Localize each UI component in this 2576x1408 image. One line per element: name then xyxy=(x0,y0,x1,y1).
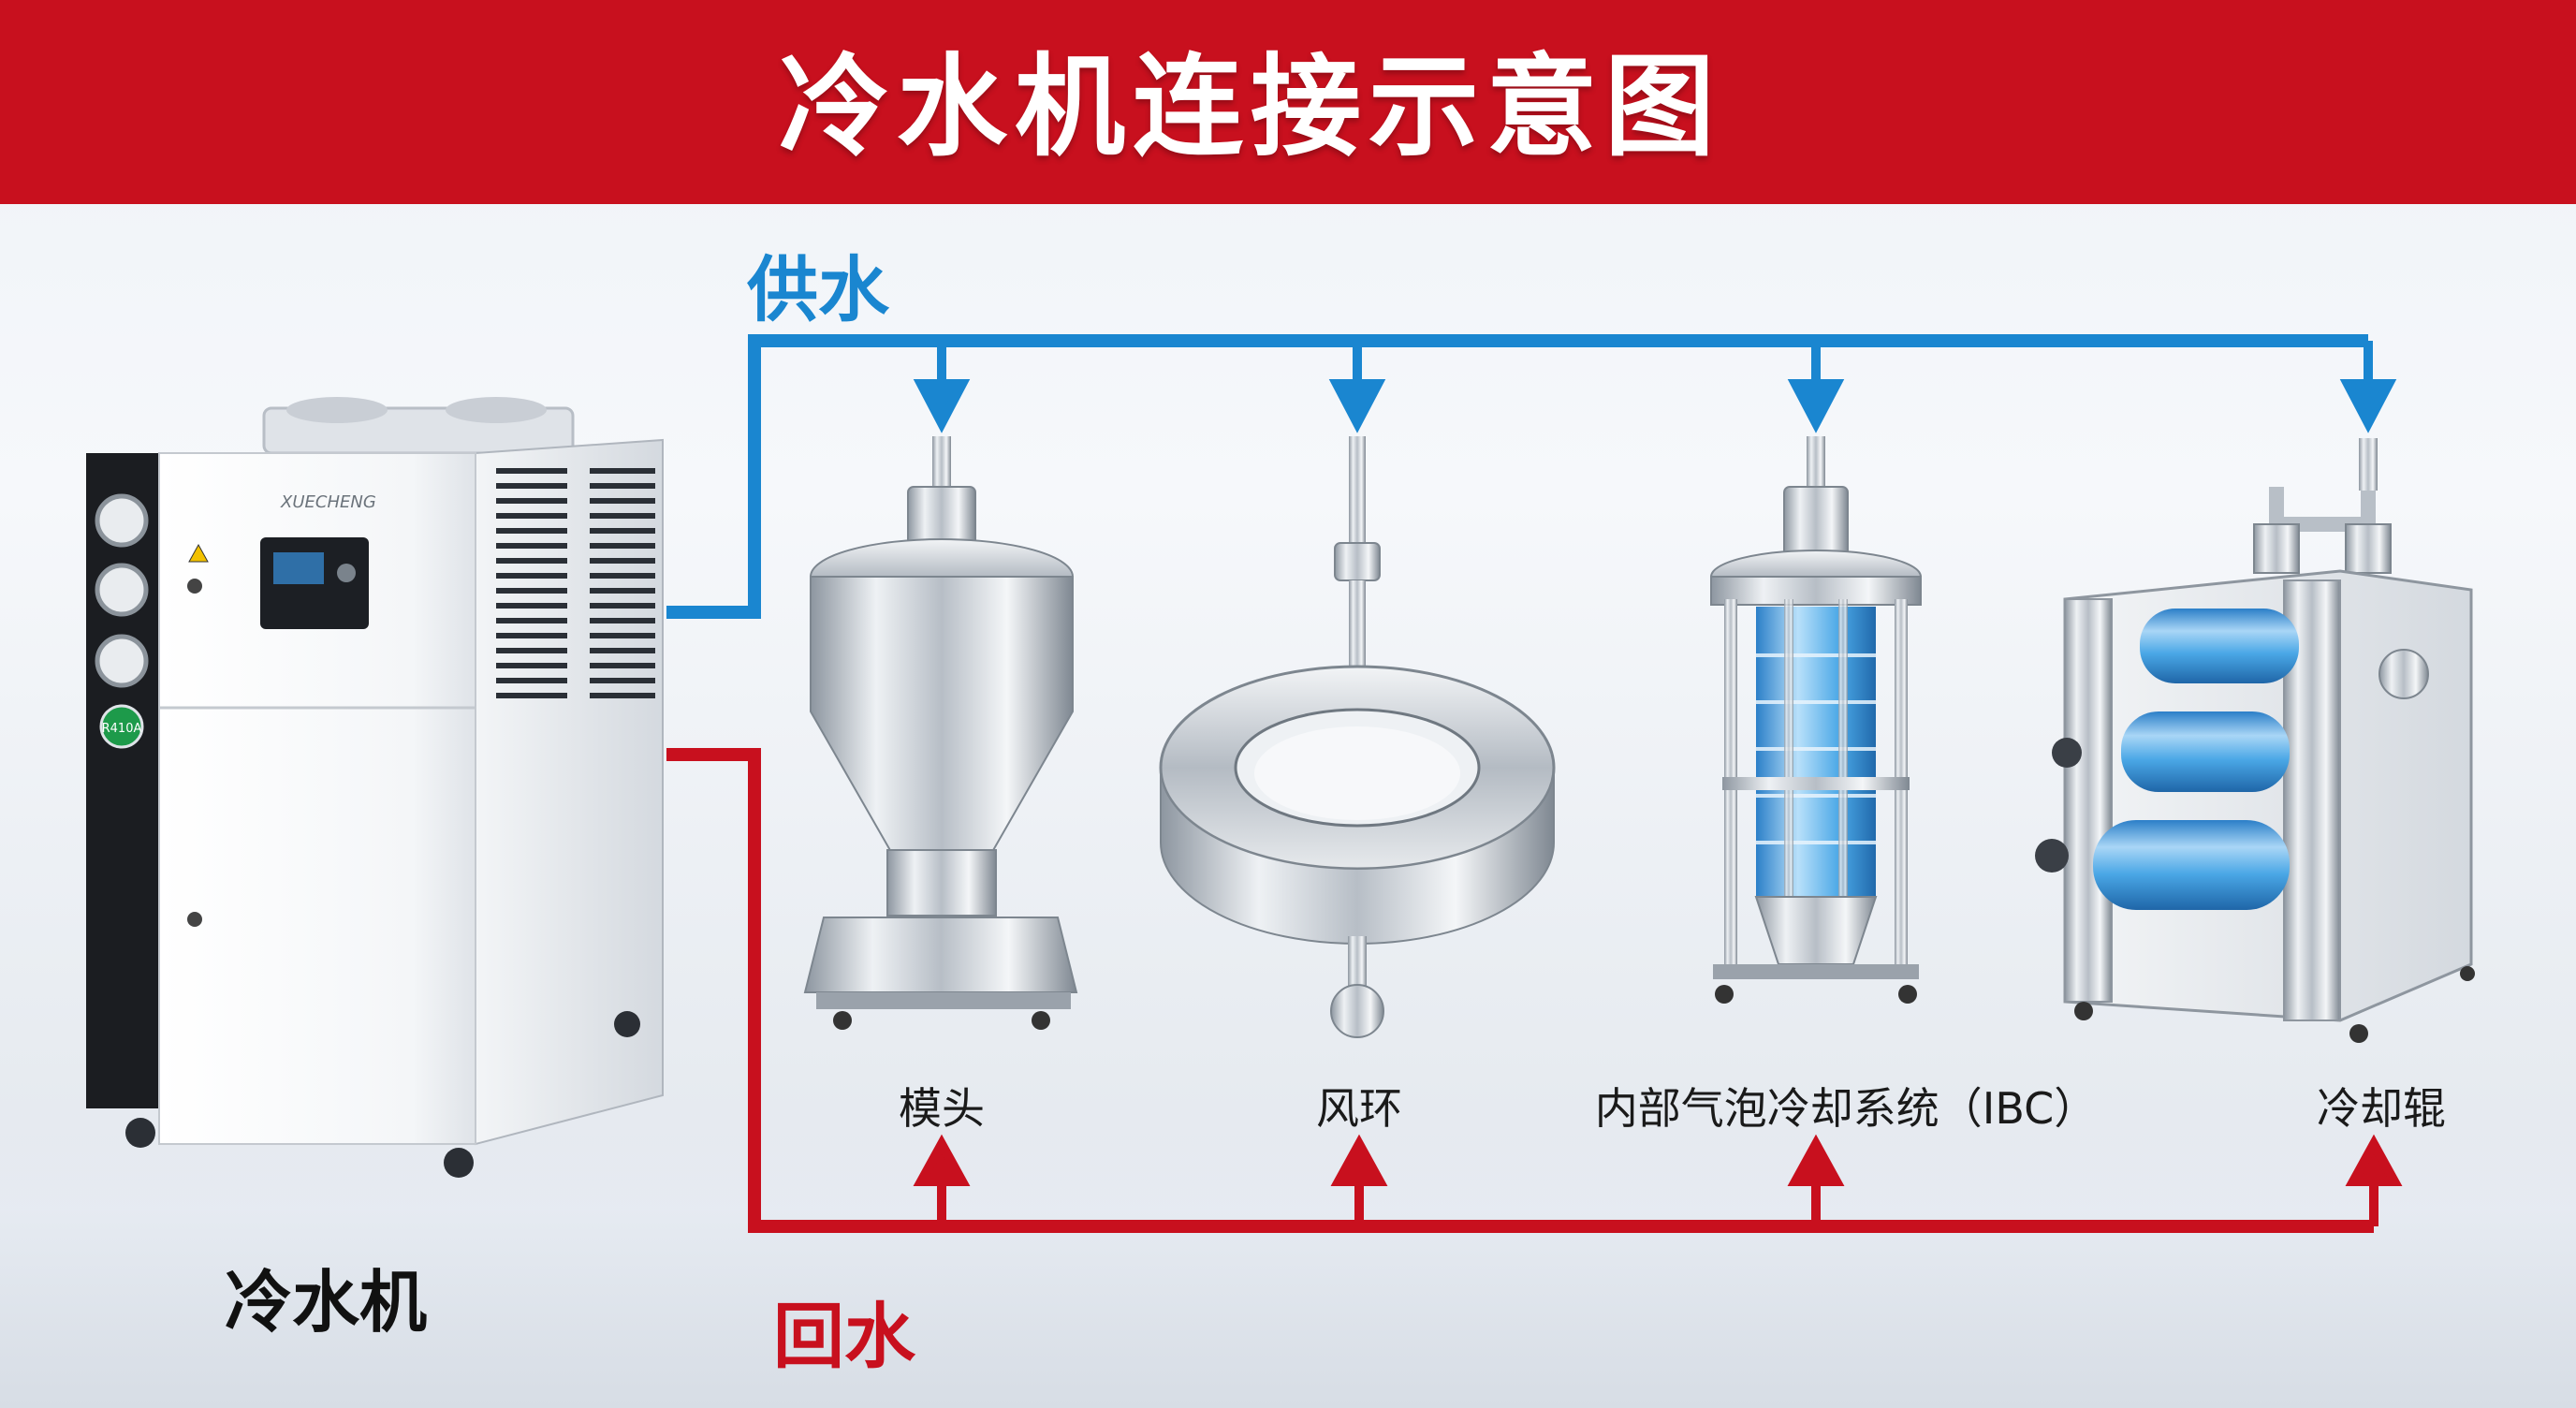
chiller-brand-logo: XUECHENG xyxy=(280,492,376,512)
ibc-label: 内部气泡冷却系统（IBC） xyxy=(1594,1083,2098,1134)
supply-label: 供水 xyxy=(747,248,889,331)
return-line xyxy=(666,748,2403,1233)
chill-roll-illustration xyxy=(2035,438,2475,1043)
die-head-label: 模头 xyxy=(899,1083,985,1134)
refrigerant-badge: R410A xyxy=(102,722,142,736)
chiller-label: 冷水机 xyxy=(225,1263,428,1342)
supply-arrow xyxy=(913,341,2397,433)
air-ring-illustration xyxy=(1159,436,1556,1038)
diagram-title: 冷水机连接示意图 xyxy=(778,41,1722,171)
supply-line xyxy=(666,334,2397,619)
title-banner: 冷水机连接示意图 xyxy=(0,0,2576,204)
die-head-illustration xyxy=(803,436,1078,1030)
chill-roll-label: 冷却辊 xyxy=(2317,1083,2446,1134)
return-label: 回水 xyxy=(773,1295,915,1378)
pressure-gauge xyxy=(95,493,149,749)
chiller-illustration: R410A XUECHENG xyxy=(86,397,664,1178)
air-ring-label: 风环 xyxy=(1316,1083,1402,1134)
ibc-system-illustration xyxy=(1710,436,1922,1004)
return-arrow xyxy=(913,1134,2403,1226)
